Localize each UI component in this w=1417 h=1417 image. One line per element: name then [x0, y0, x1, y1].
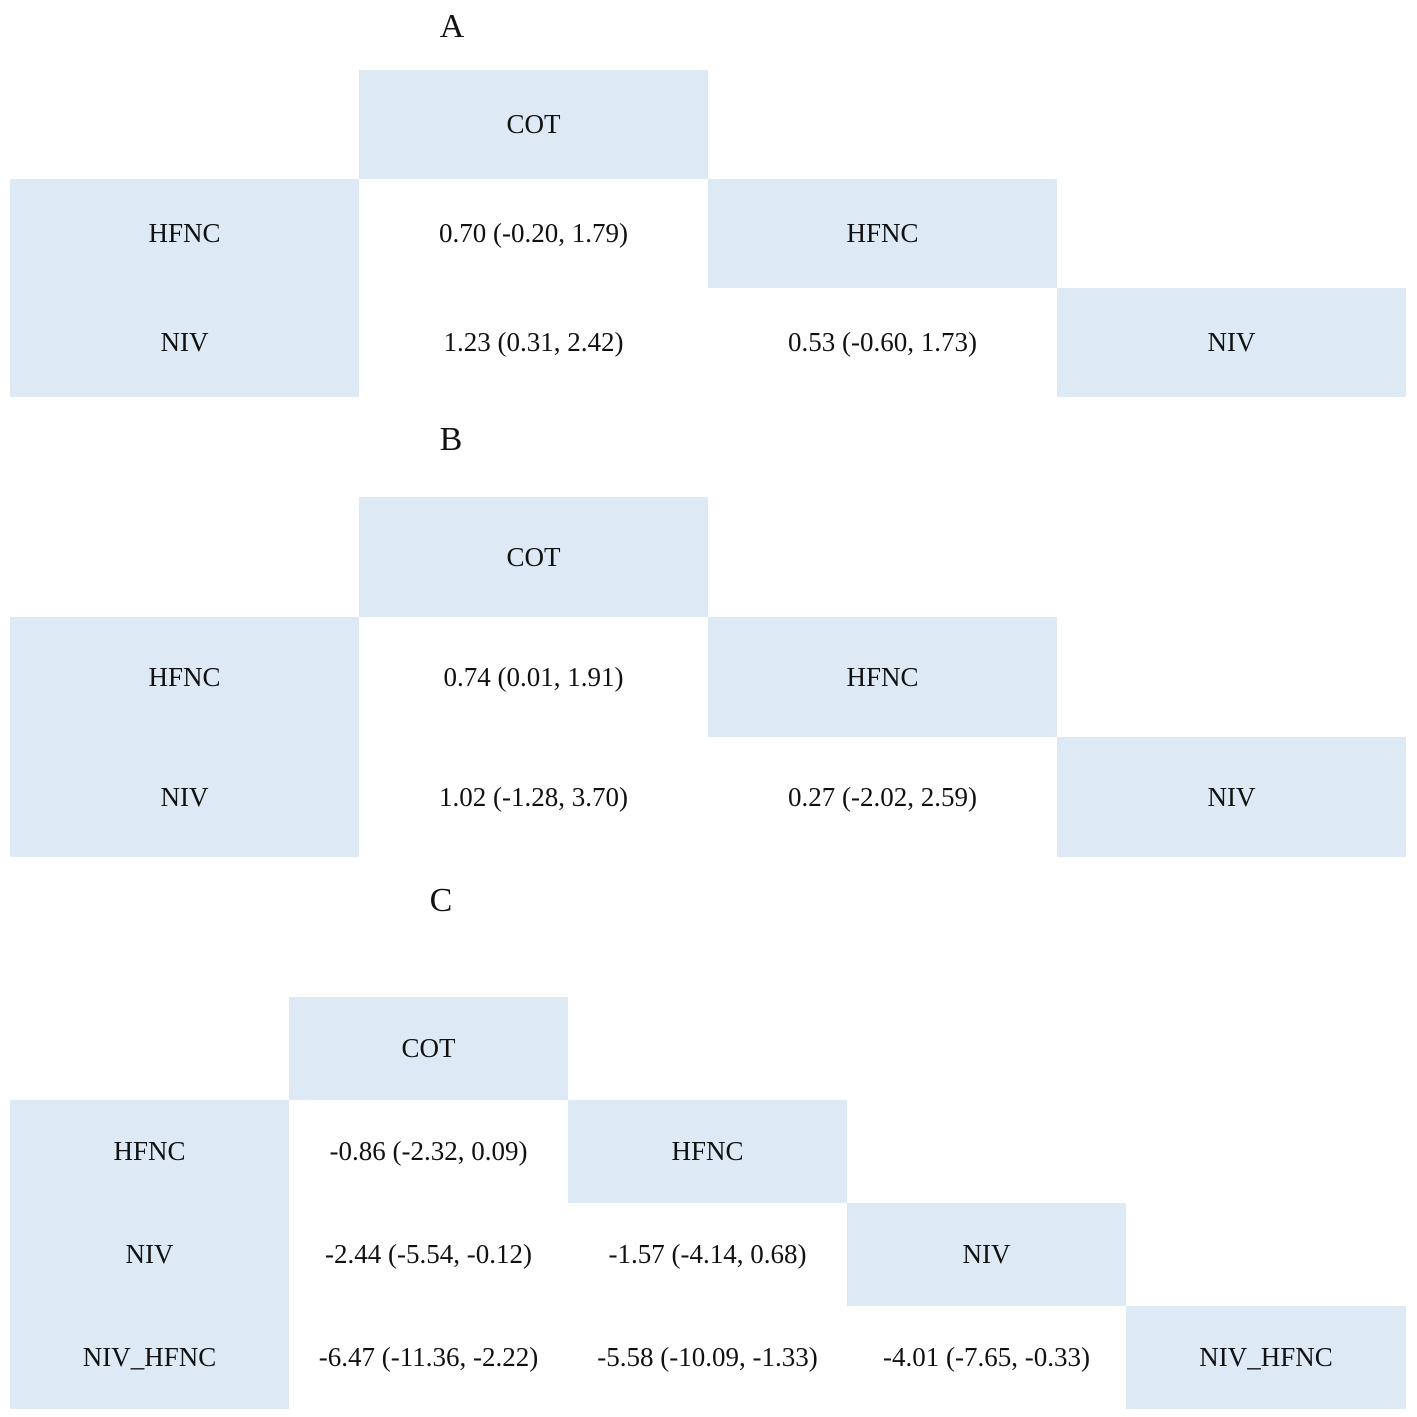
comparison-hfnc-vs-cot: -0.86 (-2.32, 0.09) [329, 1136, 528, 1166]
comparison-niv-hfnc-vs-cot: -6.47 (-11.36, -2.22) [318, 1342, 539, 1372]
row-label-niv-hfnc: NIV_HFNC [10, 1306, 289, 1409]
treatment-diagonal-niv-hfnc: NIV_HFNC [1126, 1306, 1406, 1409]
comparison-niv-vs-cot: -2.44 (-5.54, -0.12) [325, 1239, 532, 1269]
treatment-diagonal-niv: NIV [847, 1203, 1126, 1306]
comparison-niv-vs-hfnc: 0.27 (-2.02, 2.59) [788, 781, 977, 812]
comparison-niv-vs-hfnc: -1.57 (-4.14, 0.68) [608, 1239, 807, 1269]
comparison-hfnc-vs-cot: 0.74 (0.01, 1.91) [443, 661, 624, 692]
row-label-niv: NIV [10, 1203, 289, 1306]
row-label-niv: NIV [10, 288, 359, 397]
comparison-niv-hfnc-vs-niv: -4.01 (-7.65, -0.33) [883, 1342, 1090, 1372]
treatment-diagonal-niv: NIV [1057, 737, 1406, 857]
panel-label-a: A [439, 8, 465, 45]
comparison-niv-hfnc-vs-hfnc: -5.58 (-10.09, -1.33) [597, 1342, 818, 1372]
comparison-niv-vs-hfnc: 0.53 (-0.60, 1.73) [788, 327, 977, 357]
comparison-niv-vs-cot: 1.23 (0.31, 2.42) [443, 327, 624, 357]
treatment-header-cot: COT [359, 70, 708, 179]
row-label-niv: NIV [10, 737, 359, 857]
treatment-diagonal-hfnc: HFNC [568, 1100, 847, 1203]
panel-label-c: C [429, 882, 453, 919]
treatment-diagonal-hfnc: HFNC [708, 179, 1057, 288]
comparison-niv-vs-cot: 1.02 (-1.28, 3.70) [439, 781, 628, 812]
row-label-hfnc: HFNC [10, 617, 359, 737]
treatment-diagonal-niv: NIV [1057, 288, 1406, 397]
treatment-diagonal-hfnc: HFNC [708, 617, 1057, 737]
treatment-header-cot: COT [289, 997, 568, 1100]
row-label-hfnc: HFNC [10, 179, 359, 288]
panel-label-b: B [439, 421, 463, 458]
row-label-hfnc: HFNC [10, 1100, 289, 1203]
treatment-header-cot: COT [359, 497, 708, 617]
comparison-hfnc-vs-cot: 0.70 (-0.20, 1.79) [439, 218, 628, 248]
